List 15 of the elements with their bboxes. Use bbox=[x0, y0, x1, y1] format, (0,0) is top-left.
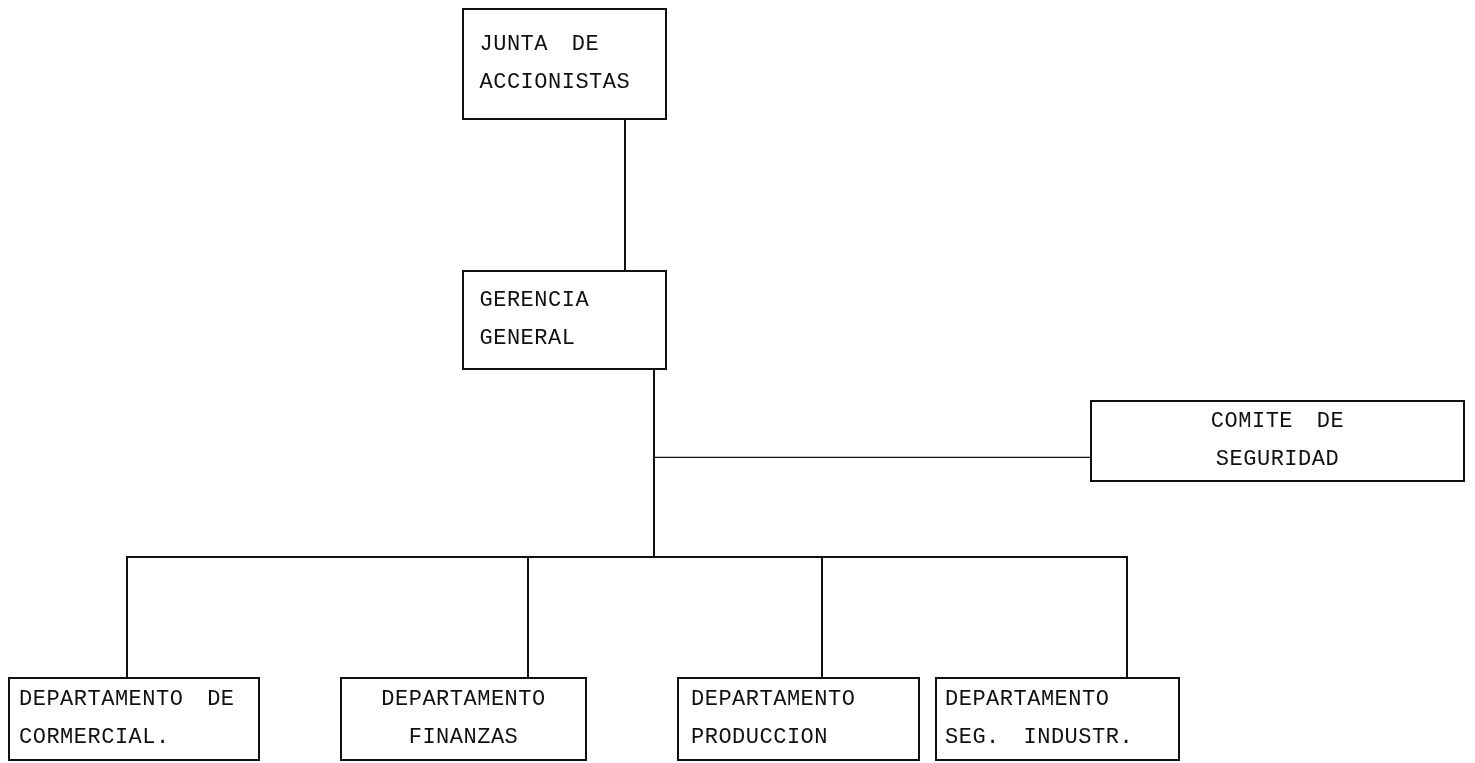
org-box bbox=[340, 677, 587, 761]
box-label: DEPARTAMENTO DE CORMERCIAL. bbox=[19, 686, 236, 752]
org-box bbox=[462, 270, 667, 370]
org-box bbox=[8, 677, 260, 761]
box-label: GERENCIA GENERAL bbox=[479, 287, 591, 353]
box-label: COMITE DE SEGURIDAD bbox=[1209, 408, 1346, 474]
box-label: DEPARTAMENTO SEG. INDUSTR. bbox=[945, 686, 1135, 752]
org-box bbox=[462, 8, 667, 120]
connector-line bbox=[624, 119, 626, 271]
box-label: DEPARTAMENTO FINANZAS bbox=[380, 686, 547, 752]
org-box bbox=[677, 677, 920, 761]
box-label: DEPARTAMENTO PRODUCCION bbox=[691, 686, 857, 752]
box-label: JUNTA DE ACCIONISTAS bbox=[479, 31, 632, 97]
org-box bbox=[935, 677, 1180, 761]
org-box bbox=[1090, 400, 1465, 482]
